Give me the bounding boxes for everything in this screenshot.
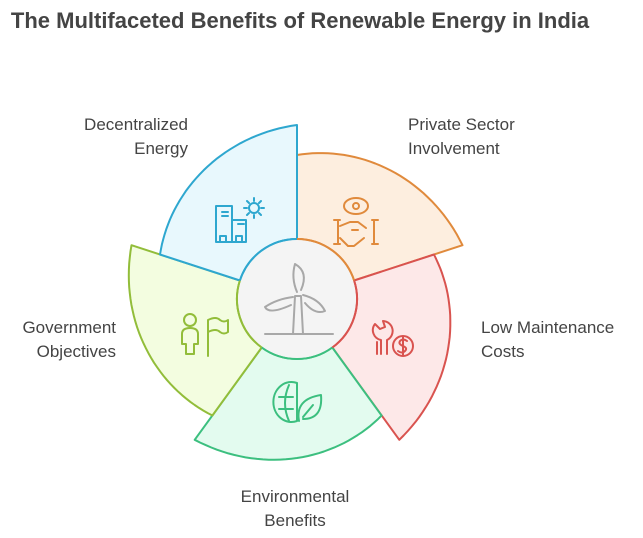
label-line: Decentralized [84,115,188,134]
label-line: Low Maintenance [481,318,615,337]
label-line: Private Sector [408,115,515,134]
center-arc [238,238,298,281]
label-line: Benefits [264,511,326,530]
label-line: Energy [134,139,188,158]
label-line: Government [22,318,116,337]
center-arc [235,280,263,349]
handshake-eye-icon [333,197,379,247]
globe-leaf-icon [272,381,323,423]
center-circle [238,240,356,358]
buildings-sun-icon [215,197,265,243]
center-arc [261,346,333,360]
wrench-dollar-icon [371,320,414,357]
label-line: Objectives [36,342,116,361]
center-arc [296,238,356,281]
wind-turbine-icon [264,263,334,335]
label-line: Environmental [240,487,350,506]
label-line: Costs [481,342,525,361]
person-flag-icon [181,313,229,357]
label-line: Involvement [408,139,500,158]
page-title: The Multifaceted Benefits of Renewable E… [10,8,590,33]
center-arc [331,280,359,349]
